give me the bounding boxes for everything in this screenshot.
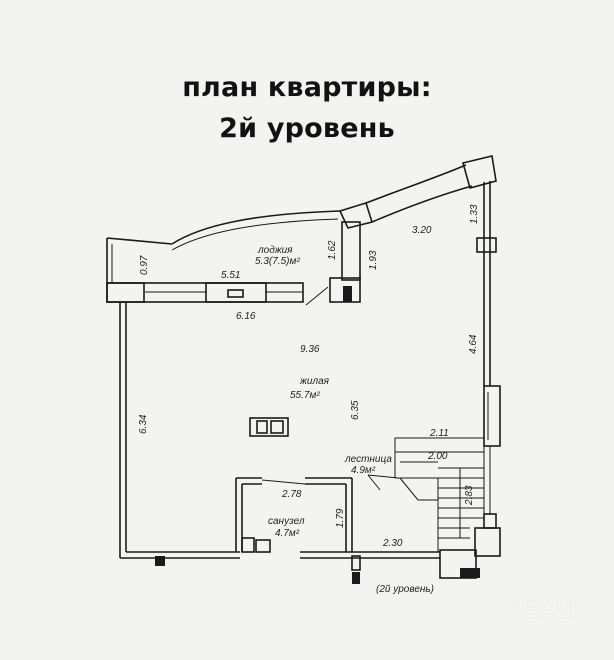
dim-9-36: 9.36 [300,344,320,355]
dim-1-93: 1.93 [368,250,379,270]
dim-6-34: 6.34 [138,414,149,434]
living-name: жилая [299,376,330,387]
watermark: REALT [505,598,582,623]
dim-1-33: 1.33 [469,204,480,224]
level-note: (2й уровень) [376,584,434,595]
dim-6-16: 6.16 [236,311,256,322]
dim-2-83: 2.83 [464,485,475,506]
dim-5-51: 5.51 [221,270,240,281]
stairs-name: лестница [344,454,392,465]
dim-3-20: 3.20 [412,225,432,236]
curved-facade [329,155,497,303]
dim-2-30: 2.30 [382,538,403,549]
bathroom-name: санузел [268,516,305,527]
dim-1-62: 1.62 [327,240,338,260]
bathroom-area: 4.7м² [275,528,300,539]
plan-title: план квартиры: [182,72,432,103]
loggia-area: 5.3(7.5)м² [255,256,300,267]
interior-column [249,417,289,437]
living-area: 55.7м² [290,390,320,401]
dim-2-11: 2.11 [429,428,449,439]
left-wall [119,302,480,584]
dim-2-78: 2.78 [281,489,302,500]
dim-6-35: 6.35 [350,400,361,420]
stairs [367,437,485,552]
bathroom [235,477,353,553]
loggia [106,210,341,306]
right-wall [474,181,501,557]
dim-0-97: 0.97 [139,255,150,275]
stairs-area: 4.9м² [351,465,376,476]
loggia-name: лоджия [257,245,293,256]
level-title: 2й уровень [219,113,395,144]
dim-2-00: 2.00 [427,451,448,462]
dim-1-79: 1.79 [335,508,346,528]
dim-4-64: 4.64 [468,334,479,354]
